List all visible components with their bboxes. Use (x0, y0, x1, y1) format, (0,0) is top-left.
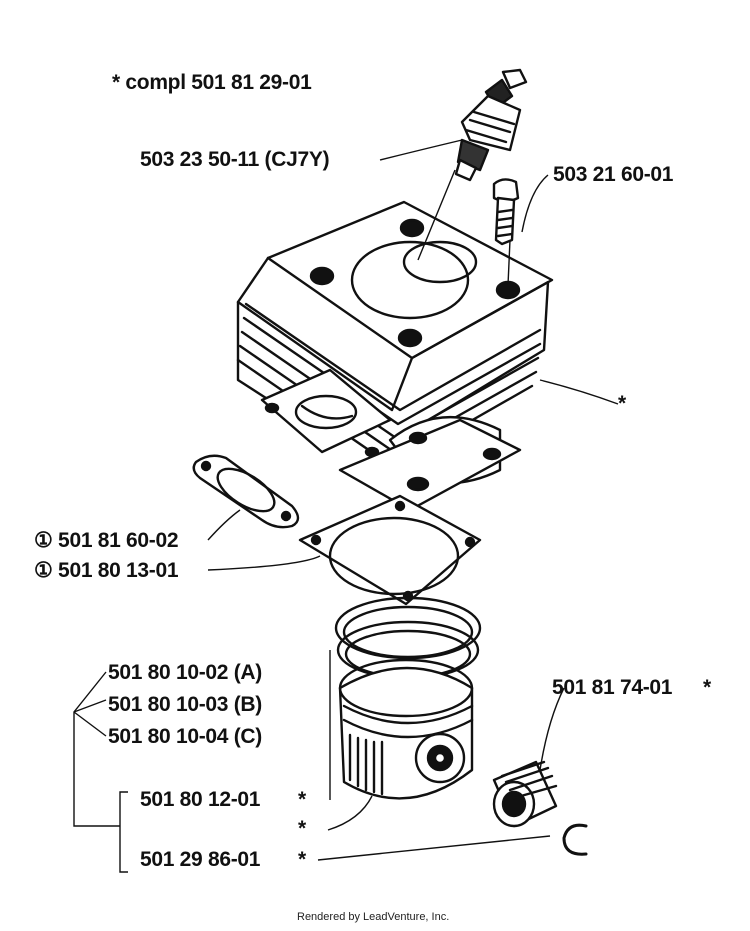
circlip-label: 501 29 86-01 (140, 848, 261, 871)
exhaust-gasket-drawing (192, 454, 300, 529)
piston-marker: * (298, 817, 306, 840)
circlip-marker: * (298, 848, 306, 871)
cylinder-marker: * (618, 392, 626, 415)
circlip-drawing (562, 823, 588, 856)
piston-drawing (338, 658, 474, 800)
leader-lines (73, 139, 619, 873)
spark-plug-drawing (454, 68, 528, 182)
base-gasket-drawing (298, 494, 482, 606)
base-gasket-label: ① 501 80 13-01 (34, 559, 179, 582)
screw-drawing (492, 178, 520, 246)
ring-c-label: 501 80 10-04 (C) (108, 725, 262, 748)
needle-bearing-drawing (492, 760, 558, 828)
piston-rings-drawing (334, 596, 482, 680)
ring-a-label: 501 80 10-02 (A) (108, 661, 262, 684)
piston-ring-label: 501 80 12-01 (140, 788, 261, 811)
needle-bearing-label: 501 81 74-01 (552, 676, 673, 699)
cylinder-drawing (236, 200, 554, 512)
exhaust-gasket-label: ① 501 81 60-02 (34, 529, 179, 552)
footer-credit: Rendered by LeadVenture, Inc. (297, 911, 450, 923)
needle-bearing-marker: * (703, 676, 711, 699)
piston-ring-marker: * (298, 788, 306, 811)
ring-b-label: 501 80 10-03 (B) (108, 693, 262, 716)
spark-plug-label: 503 23 50-11 (CJ7Y) (140, 148, 330, 171)
screw-label: 503 21 60-01 (553, 163, 674, 186)
assembly-label: * compl 501 81 29-01 (112, 71, 312, 94)
